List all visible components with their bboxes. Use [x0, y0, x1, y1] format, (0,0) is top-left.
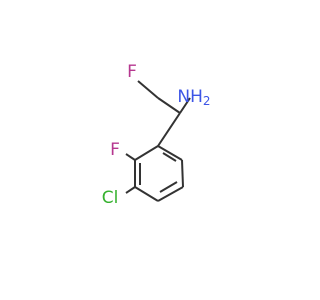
molecule-structure: F NH2 F Cl [102, 62, 211, 208]
bond-ring-c4-c5 [134, 186, 159, 202]
atom-fluorine-ring: F [110, 140, 120, 160]
atom-amine: NH2 [177, 87, 210, 108]
bond-ring-c1-c2 [157, 145, 183, 161]
bond-ring-c6-c1 [134, 145, 159, 161]
atom-chlorine: Cl [102, 188, 119, 208]
bond-ch-nh2 [179, 97, 191, 114]
bond-ring-c3-c4 [157, 186, 184, 202]
bond-group [125, 80, 191, 202]
bond-ch-ring [157, 112, 181, 147]
bond-ring-inner-1 [162, 152, 177, 162]
molecule-canvas: F NH2 F Cl [102, 62, 211, 208]
bond-ring-c2-c3 [181, 159, 184, 188]
bond-f-ch2 [137, 80, 159, 99]
amine-subscript: 2 [203, 94, 211, 108]
bond-ring-fluoro [125, 153, 136, 161]
amine-symbol: NH [177, 87, 203, 107]
bond-ring-chloro [125, 186, 136, 194]
bond-ring-inner-2 [159, 181, 178, 193]
atom-fluorine-top: F [127, 62, 137, 82]
bond-ch2-ch [157, 97, 181, 114]
